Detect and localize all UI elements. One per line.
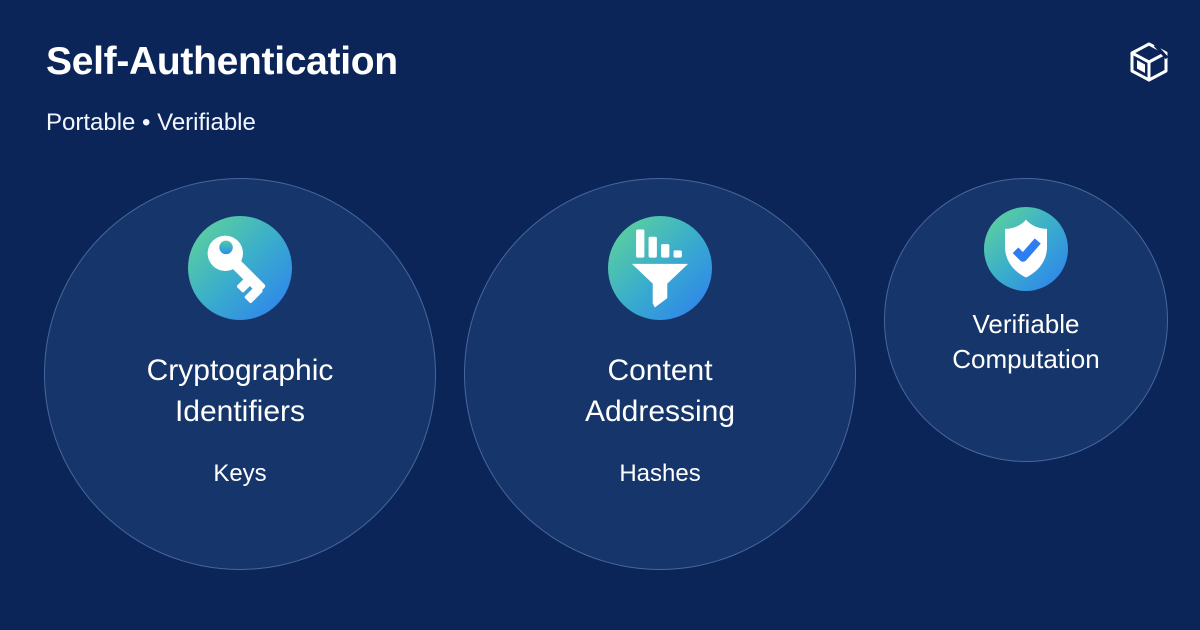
card-title: Content Addressing xyxy=(584,354,736,428)
funnel-chart-icon xyxy=(608,216,712,320)
isometric-cube-logo-icon xyxy=(1125,39,1173,87)
card-content-addressing: Content Addressing Hashes xyxy=(464,178,856,570)
card-title: Cryptographic Identifiers xyxy=(146,354,334,428)
page-title: Self-Authentication xyxy=(46,40,398,83)
page-subtitle: Portable • Verifiable xyxy=(46,109,256,136)
shield-check-icon xyxy=(984,207,1068,291)
card-title: Verifiable Computation xyxy=(952,309,1100,374)
key-icon xyxy=(188,216,292,320)
card-verifiable-computation: Verifiable Computation xyxy=(884,178,1168,462)
card-cryptographic-identifiers: Cryptographic Identifiers Keys xyxy=(44,178,436,570)
card-sublabel: Keys xyxy=(213,460,267,487)
card-sublabel: Hashes xyxy=(619,460,701,487)
